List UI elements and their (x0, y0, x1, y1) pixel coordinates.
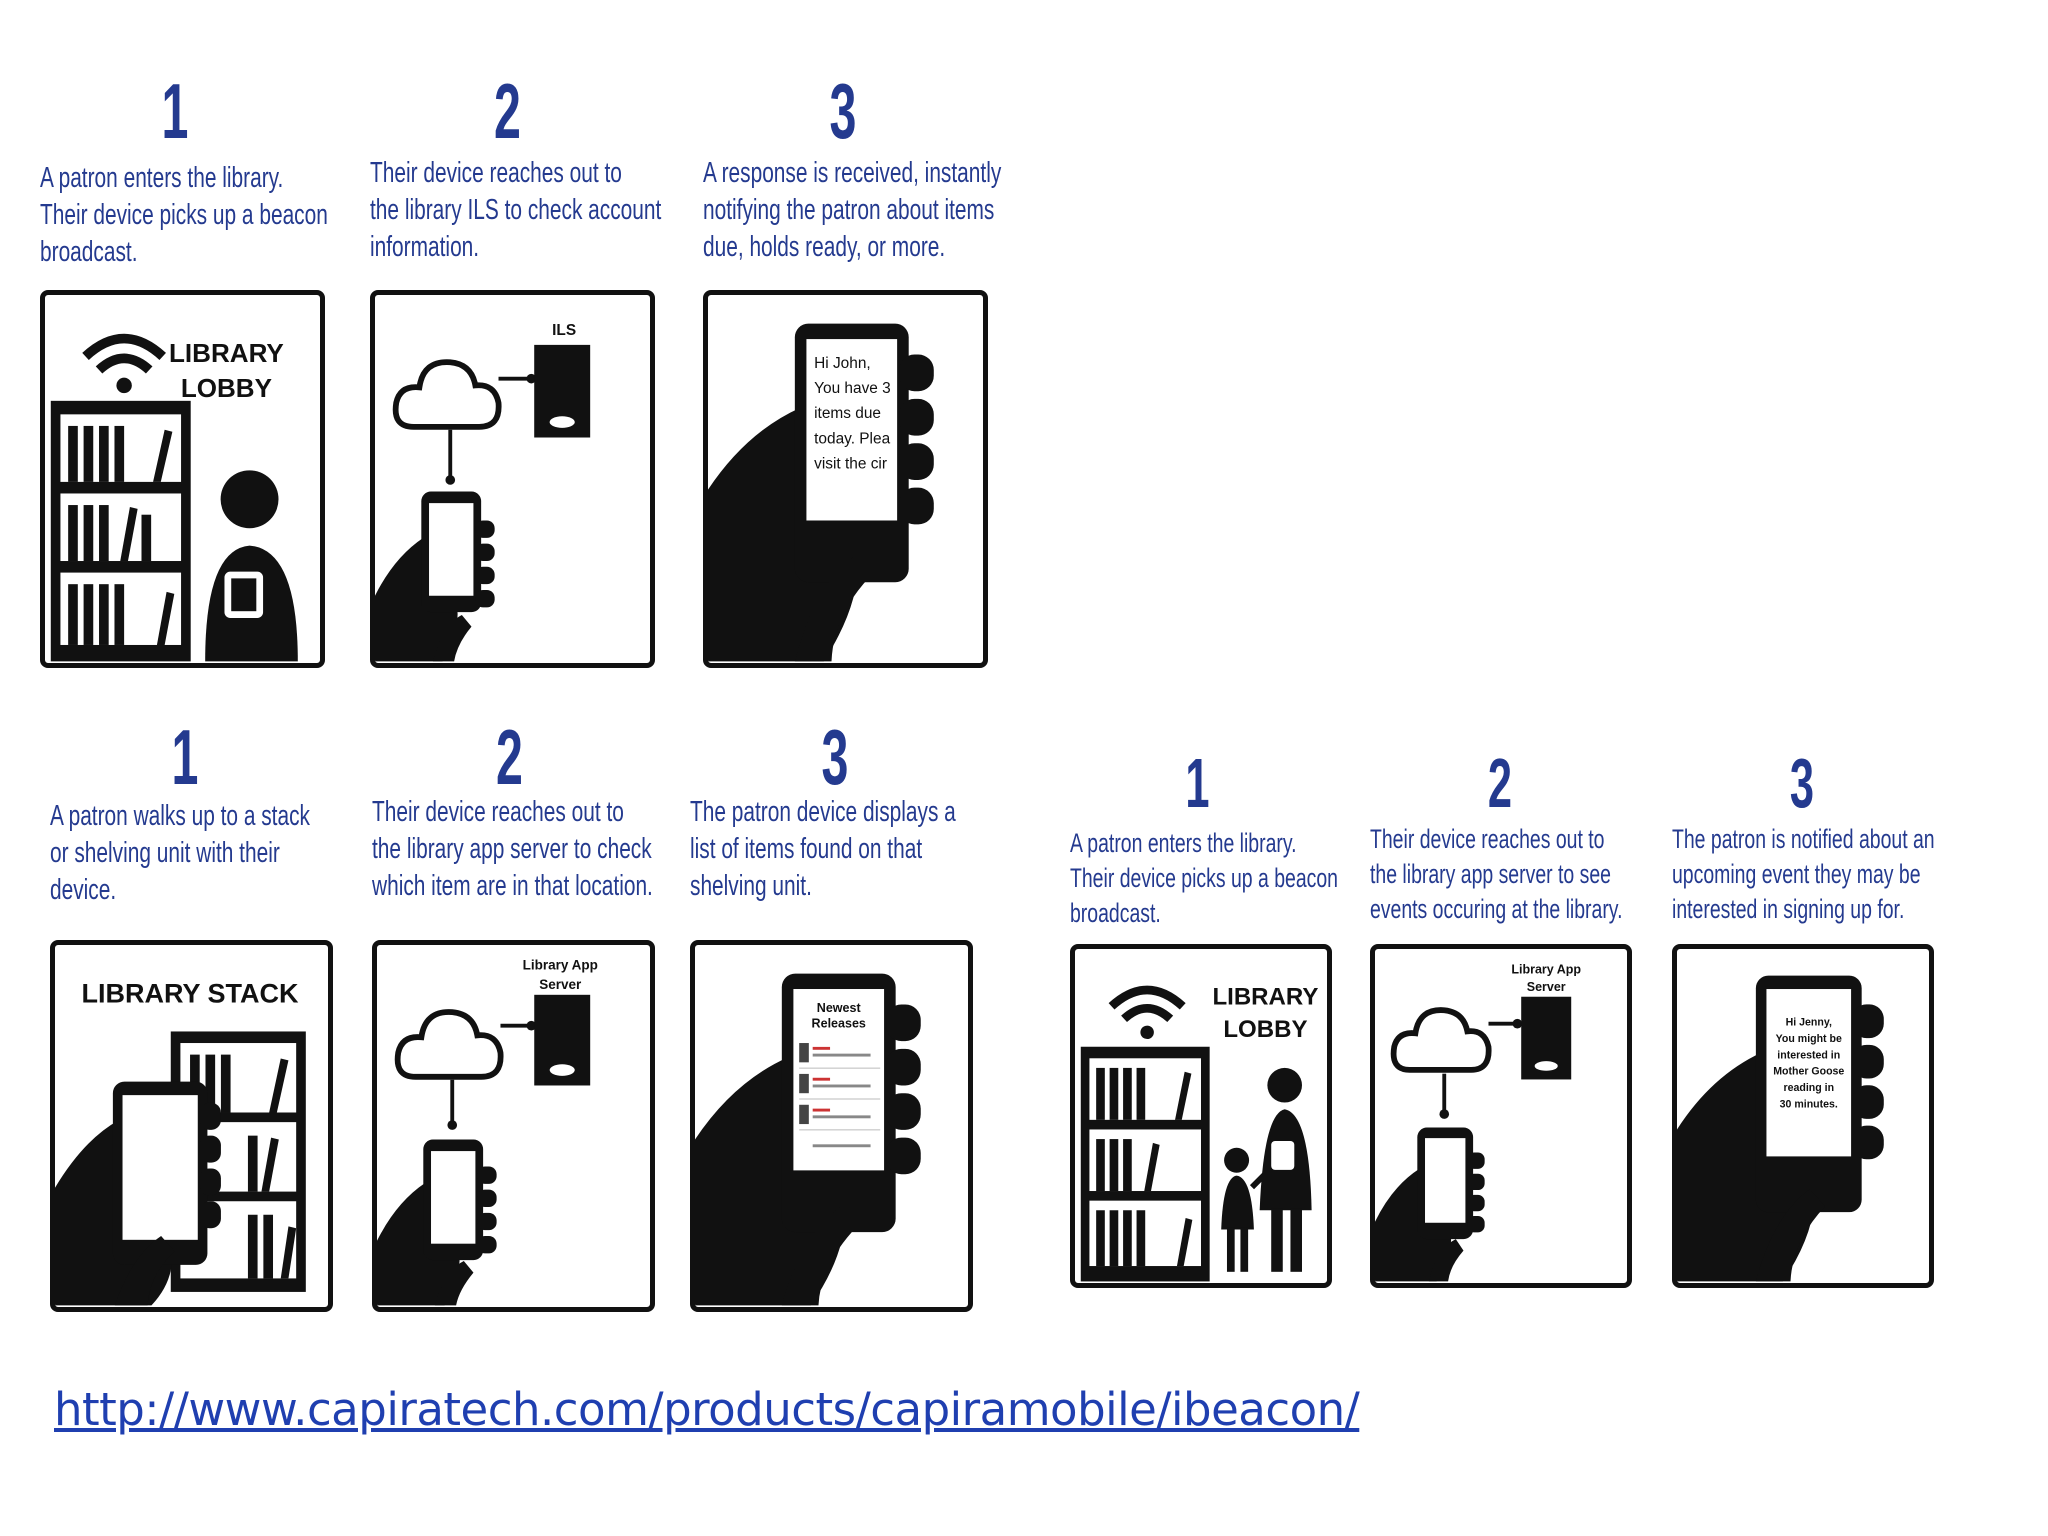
step-number: 3 (1789, 744, 1815, 822)
svg-text:Releases: Releases (812, 1017, 866, 1031)
step-1-lobby-family: 1 A patron enters the library. Their dev… (1070, 738, 1350, 1298)
hand-phone-icon (55, 1081, 221, 1306)
phone-list-items (799, 1043, 881, 1148)
step-2-ils: 2 Their device reaches out to the librar… (370, 60, 670, 670)
step-number: 2 (496, 713, 523, 801)
list-panel: Newest Releases (690, 940, 973, 1312)
step-number: 3 (821, 713, 849, 801)
step-caption: A response is received, instantly notify… (703, 157, 1002, 263)
lobby-panel: LIBRARY LOBBY (40, 290, 325, 668)
server-label-2: Server (1527, 980, 1566, 994)
svg-text:Newest: Newest (817, 1001, 862, 1015)
event-notice-panel: Hi Jenny, You might be interested in Mot… (1672, 944, 1934, 1288)
app-server-illustration: Library App Server (377, 958, 598, 1306)
ils-panel: ILS (370, 290, 655, 668)
parent-icon (1259, 1067, 1312, 1272)
step-caption: A patron walks up to a stack or shelving… (50, 800, 310, 906)
step-caption: The patron is notified about an upcoming… (1672, 824, 1935, 924)
server-icon (1521, 996, 1572, 1080)
svg-text:reading in: reading in (1783, 1082, 1834, 1094)
cloud-icon (394, 1009, 504, 1080)
patron-icon (205, 470, 298, 662)
bookshelf-icon (50, 400, 191, 662)
server-icon (534, 344, 591, 438)
lobby-label-1: LIBRARY (169, 338, 284, 368)
events-server-illustration: Library App Server (1375, 963, 1581, 1282)
stack-illustration: LIBRARY STACK (55, 979, 306, 1306)
svg-text:30 minutes.: 30 minutes. (1780, 1098, 1838, 1110)
step-3-event-notice: 3 The patron is notified about an upcomi… (1672, 738, 1952, 1298)
lobby-label-2: LOBBY (1223, 1016, 1307, 1043)
step-2-events-server: 2 Their device reaches out to the librar… (1370, 738, 1650, 1298)
hand-phone-icon (708, 323, 934, 662)
bookshelf-icon (1080, 1046, 1210, 1282)
wifi-icon (1108, 985, 1186, 1040)
svg-text:You have 3: You have 3 (814, 380, 891, 397)
server-label-1: Library App (1511, 963, 1581, 977)
wifi-icon (82, 333, 166, 394)
hand-phone-icon (1677, 975, 1884, 1282)
svg-text:You might be: You might be (1776, 1033, 1842, 1045)
svg-text:interested in: interested in (1777, 1049, 1840, 1061)
hand-phone-icon (375, 491, 495, 662)
step-number: 1 (171, 713, 199, 801)
svg-text:today. Plea: today. Plea (814, 430, 890, 447)
step-number: 1 (1185, 744, 1210, 822)
hand-phone-icon (377, 1139, 497, 1306)
hand-phone-icon (695, 973, 921, 1306)
family-lobby-illustration: LIBRARY LOBBY (1080, 983, 1318, 1282)
phone-message: Hi Jenny, You might be interested in Mot… (1773, 1017, 1844, 1111)
response-illustration: Hi John, You have 3 items due today. Ple… (708, 323, 934, 662)
ils-illustration: ILS (375, 322, 591, 662)
step-3-list: 3 The patron device displays a list of i… (690, 710, 990, 1320)
step-caption: A patron enters the library. Their devic… (1070, 828, 1338, 928)
svg-text:items due: items due (814, 405, 881, 422)
events-server-panel: Library App Server (1370, 944, 1632, 1288)
list-illustration: Newest Releases (695, 973, 921, 1306)
step-number: 1 (161, 67, 189, 155)
hand-phone-icon (1375, 1127, 1485, 1282)
step-caption: A patron enters the library. Their devic… (40, 162, 328, 268)
step-caption: The patron device displays a list of ite… (690, 796, 956, 902)
lobby-label-1: LIBRARY (1212, 983, 1318, 1010)
step-3-response: 3 A response is received, instantly noti… (703, 60, 1003, 670)
step-1-lobby: 1 A patron enters the library. Their dev… (40, 60, 340, 670)
phone-message: Hi John, You have 3 items due today. Ple… (814, 355, 891, 472)
step-number: 2 (1487, 744, 1513, 822)
event-notice-illustration: Hi Jenny, You might be interested in Mot… (1677, 975, 1884, 1282)
server-label-2: Server (539, 977, 582, 992)
step-1-stack: 1 A patron walks up to a stack or shelvi… (50, 710, 350, 1320)
app-server-panel: Library App Server (372, 940, 655, 1312)
svg-text:Hi John,: Hi John, (814, 355, 871, 372)
step-caption: Their device reaches out to the library … (1370, 824, 1623, 924)
family-lobby-panel: LIBRARY LOBBY (1070, 944, 1332, 1288)
svg-text:visit the cir: visit the cir (814, 455, 887, 472)
stack-label: LIBRARY STACK (82, 979, 300, 1009)
ils-label: ILS (552, 322, 576, 339)
svg-text:Mother Goose: Mother Goose (1773, 1066, 1844, 1078)
step-caption: Their device reaches out to the library … (370, 157, 662, 263)
svg-text:Hi Jenny,: Hi Jenny, (1786, 1017, 1832, 1029)
lobby-illustration: LIBRARY LOBBY (50, 333, 298, 662)
server-label-1: Library App (523, 958, 598, 973)
step-caption: Their device reaches out to the library … (372, 796, 653, 902)
lobby-label-2: LOBBY (181, 373, 272, 403)
child-icon (1221, 1147, 1270, 1272)
source-link[interactable]: http://www.capiratech.com/products/capir… (54, 1383, 1360, 1436)
server-icon (534, 994, 591, 1086)
stack-panel: LIBRARY STACK (50, 940, 333, 1312)
step-number: 2 (494, 67, 521, 155)
response-panel: Hi John, You have 3 items due today. Ple… (703, 290, 988, 668)
step-number: 3 (829, 67, 857, 155)
cloud-icon (1390, 1007, 1492, 1073)
step-2-app-server: 2 Their device reaches out to the librar… (372, 710, 672, 1320)
phone-list-header: Newest Releases (812, 1001, 866, 1030)
cloud-icon (392, 359, 502, 430)
